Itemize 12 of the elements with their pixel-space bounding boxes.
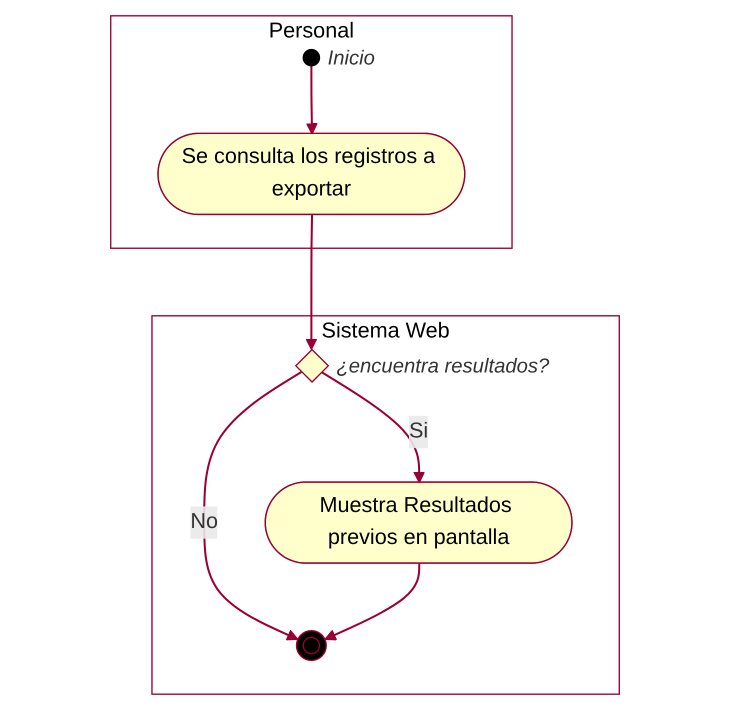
arrow <box>305 66 318 135</box>
node-circle <box>295 630 326 662</box>
arrow <box>320 371 425 484</box>
edge-label: No <box>190 510 218 534</box>
arrow <box>324 564 420 640</box>
node-diamond <box>294 348 329 383</box>
node-caption: ¿encuentra resultados? <box>336 356 549 378</box>
edge-label: Si <box>408 420 428 443</box>
arrow <box>202 371 302 640</box>
arrow <box>304 215 317 350</box>
node-circle <box>302 48 320 66</box>
node-caption: Inicio <box>327 47 374 70</box>
